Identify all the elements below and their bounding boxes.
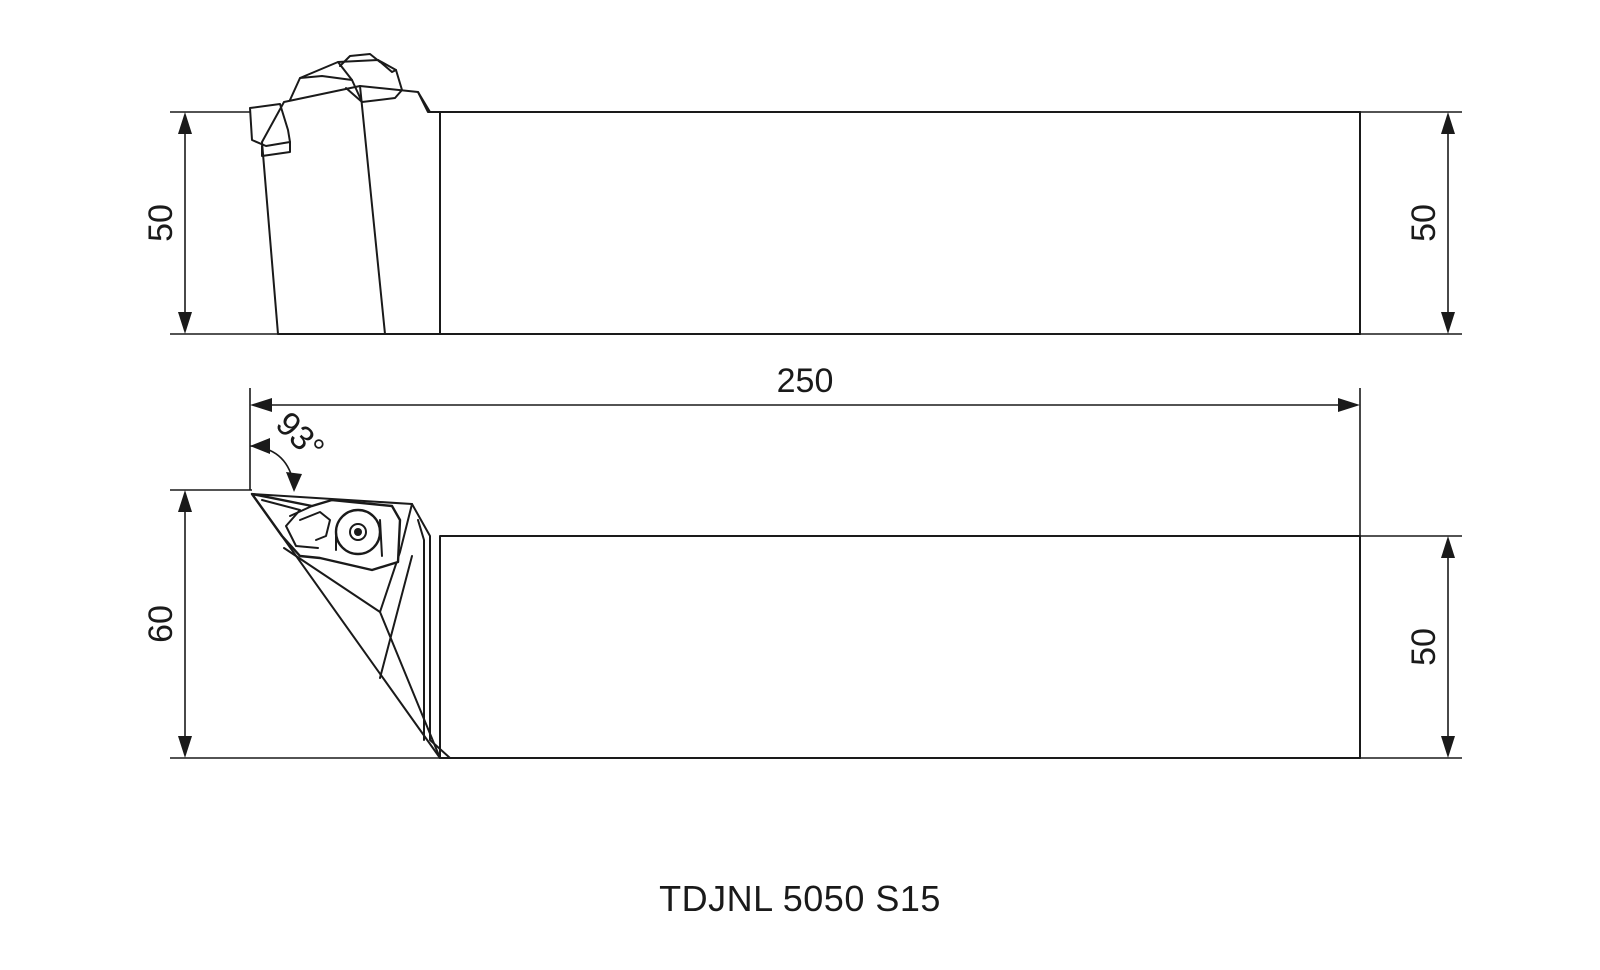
model-designation: TDJNL 5050 S15 [659, 878, 941, 919]
side-view: 50 50 [142, 53, 1462, 335]
dimension-top-left: 50 [142, 112, 192, 334]
dimension-overall-length: 250 [249, 362, 1361, 536]
plan-view-shank [439, 535, 1361, 759]
plan-view: 60 50 93° [142, 405, 1462, 759]
dimension-bottom-right: 50 [1405, 536, 1455, 758]
dimension-bottom-right-label: 50 [1405, 628, 1443, 666]
dimension-bottom-left: 60 [142, 490, 192, 758]
dimension-top-right: 50 [1405, 112, 1455, 334]
dimension-top-left-label: 50 [142, 204, 180, 242]
dimension-top-right-label: 50 [1405, 204, 1443, 242]
side-view-shank [439, 111, 1361, 335]
dimension-length-label: 250 [777, 362, 834, 400]
dimension-bottom-left-label: 60 [142, 605, 180, 643]
side-view-insert [249, 103, 291, 147]
side-view-head [261, 85, 441, 335]
dimension-angle: 93° [249, 405, 331, 492]
dimension-angle-label: 93° [268, 405, 331, 468]
